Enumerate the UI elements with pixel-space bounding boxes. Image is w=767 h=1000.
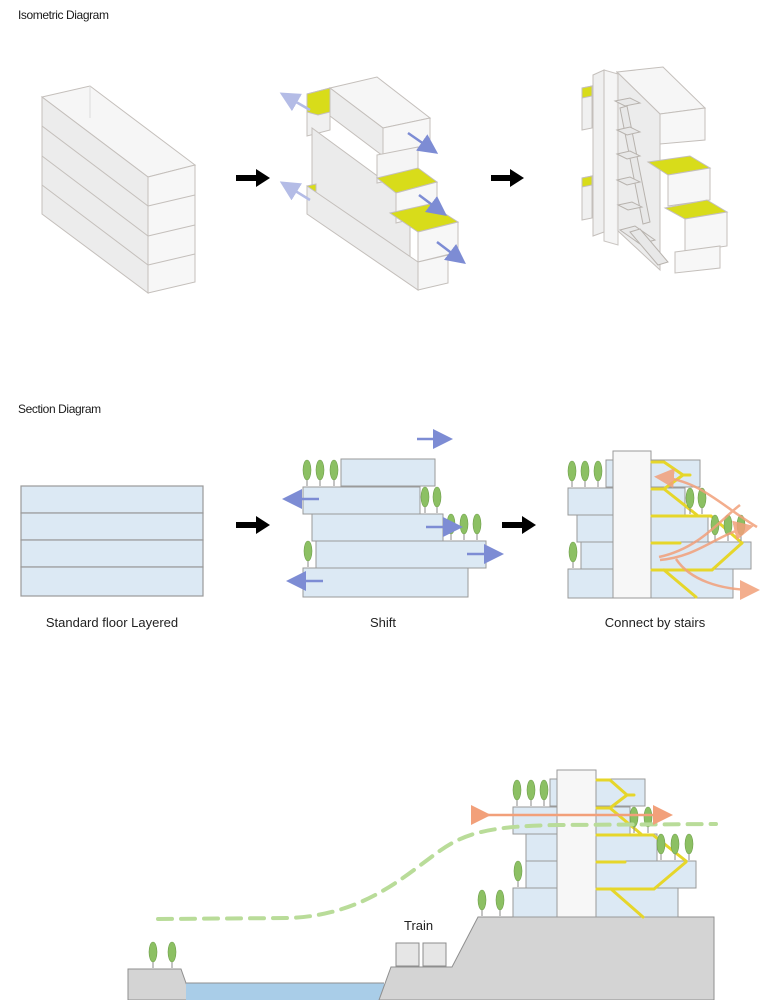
section-shift-floors bbox=[302, 458, 487, 598]
train bbox=[395, 942, 447, 967]
tree-icon bbox=[656, 833, 666, 860]
caption-connect-stairs: Connect by stairs bbox=[604, 615, 706, 630]
tree-icon bbox=[568, 541, 578, 568]
transition-arrow-2 bbox=[491, 169, 524, 187]
tree-icon bbox=[303, 540, 313, 567]
iso-block-stairs bbox=[581, 66, 729, 274]
tree-icon bbox=[329, 459, 339, 486]
tree-icon bbox=[167, 941, 177, 968]
tree-icon bbox=[420, 486, 430, 513]
tree-icon bbox=[477, 889, 487, 916]
iso-flow-arrows bbox=[279, 92, 466, 265]
iso-block-standard bbox=[40, 85, 197, 294]
tree-icon bbox=[513, 860, 523, 887]
transition-arrow-1 bbox=[236, 169, 270, 187]
section-stairs-flow-arrows bbox=[654, 468, 760, 600]
tree-icon bbox=[593, 460, 603, 487]
tree-icon bbox=[315, 459, 325, 486]
section-standard-floors bbox=[20, 485, 204, 597]
tree-icon bbox=[685, 487, 695, 514]
tree-icon bbox=[472, 513, 482, 540]
caption-standard-floor: Standard floor Layered bbox=[45, 615, 179, 630]
tree-icon bbox=[670, 833, 680, 860]
tree-icon bbox=[495, 889, 505, 916]
caption-shift: Shift bbox=[369, 615, 396, 630]
transition-arrow-4 bbox=[502, 516, 536, 534]
tree-icon bbox=[512, 779, 522, 806]
isometric-diagram-title: Isometric Diagram bbox=[18, 8, 109, 22]
section-stairs-trees bbox=[567, 460, 746, 568]
tree-icon bbox=[432, 486, 442, 513]
site-ground bbox=[127, 916, 715, 1000]
tree-icon bbox=[459, 513, 469, 540]
green-path-dashed bbox=[156, 822, 718, 921]
train-label: Train bbox=[404, 918, 433, 933]
tree-icon bbox=[302, 459, 312, 486]
tree-icon bbox=[643, 806, 653, 833]
tree-icon bbox=[148, 941, 158, 968]
tree-icon bbox=[567, 460, 577, 487]
tree-icon bbox=[580, 460, 590, 487]
section-diagram-title: Section Diagram bbox=[18, 402, 101, 416]
iso-block-shifted bbox=[306, 76, 460, 291]
tree-icon bbox=[526, 779, 536, 806]
tree-icon bbox=[684, 833, 694, 860]
site-trees bbox=[148, 779, 694, 968]
section-shift-flow-arrows bbox=[282, 429, 504, 591]
transition-arrow-3 bbox=[236, 516, 270, 534]
tree-icon bbox=[539, 779, 549, 806]
